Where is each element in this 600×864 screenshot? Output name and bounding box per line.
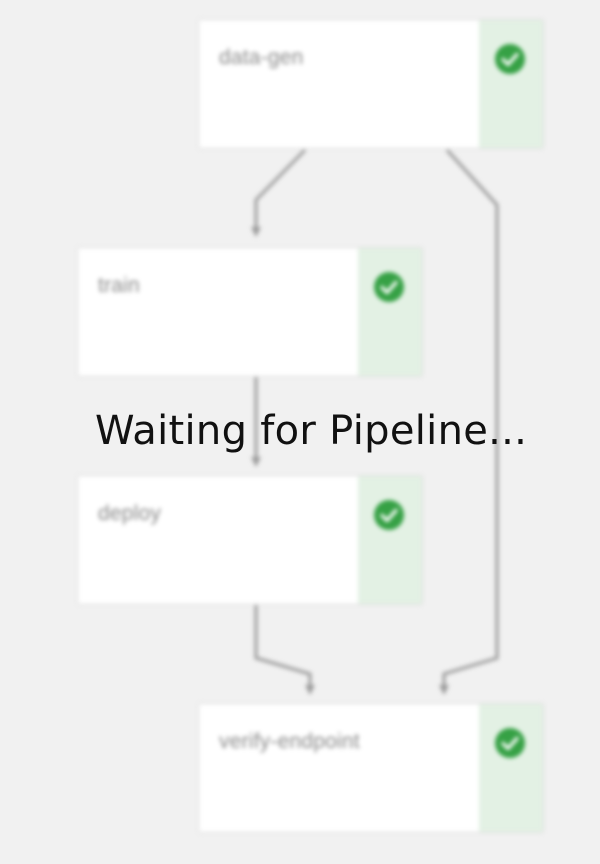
node-label: deploy [98, 502, 162, 525]
loading-message: Waiting for Pipeline... [95, 408, 528, 454]
edge-deploy-to-verify-endpoint [254, 604, 315, 695]
node-train[interactable]: train [77, 247, 423, 377]
status-indicator [358, 476, 422, 604]
node-verify-endpoint[interactable]: verify-endpoint [198, 703, 544, 833]
node-label: data-gen [219, 46, 304, 69]
status-indicator [479, 20, 543, 148]
node-label: train [98, 274, 140, 297]
check-circle-icon [374, 500, 404, 530]
node-data-gen[interactable]: data-gen [198, 19, 544, 149]
check-circle-icon [495, 728, 525, 758]
node-label: verify-endpoint [219, 730, 360, 753]
check-circle-icon [374, 272, 404, 302]
node-deploy[interactable]: deploy [77, 475, 423, 605]
status-indicator [479, 704, 543, 832]
edge-data-gen-to-verify-endpoint [439, 148, 499, 695]
edge-data-gen-to-train [251, 148, 307, 237]
check-circle-icon [495, 44, 525, 74]
status-indicator [358, 248, 422, 376]
